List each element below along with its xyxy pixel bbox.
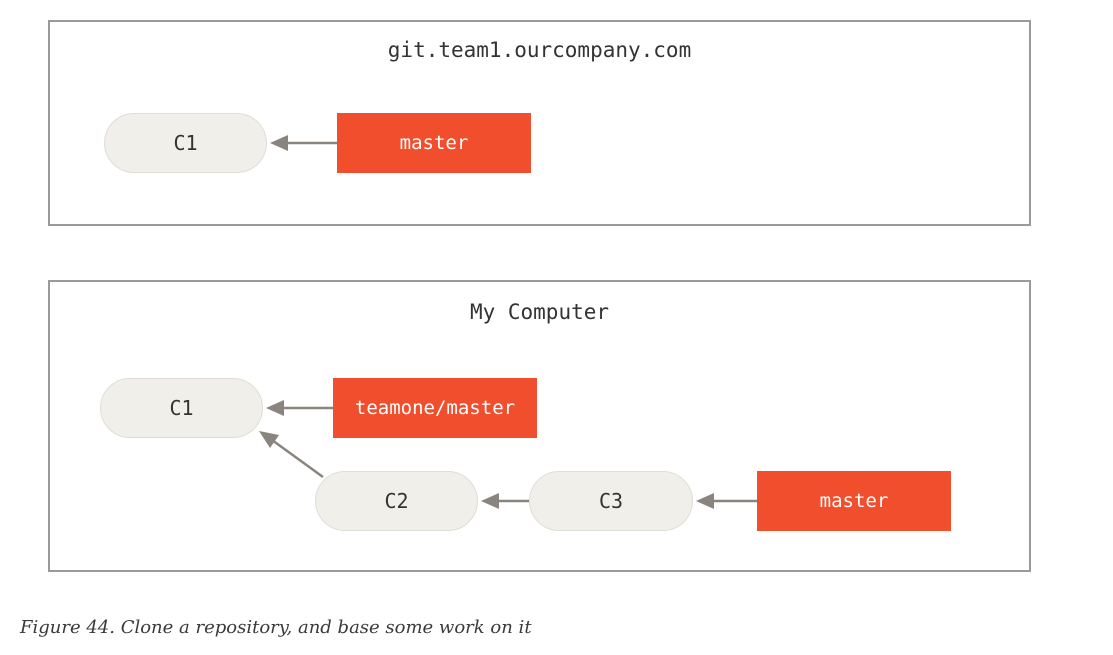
figure-caption: Figure 44. Clone a repository, and base …: [20, 617, 532, 638]
remote-repo-title: git.team1.ourcompany.com: [387, 38, 692, 62]
remote-branch-master: master: [337, 113, 531, 173]
local-commit-c3: C3: [529, 471, 693, 531]
local-branch-master: master: [757, 471, 951, 531]
local-commit-c1: C1: [100, 378, 263, 438]
local-commit-c2: C2: [315, 471, 478, 531]
local-repo-title: My Computer: [469, 300, 610, 324]
remote-commit-c1: C1: [104, 113, 267, 173]
local-branch-teamone-master: teamone/master: [333, 378, 537, 438]
